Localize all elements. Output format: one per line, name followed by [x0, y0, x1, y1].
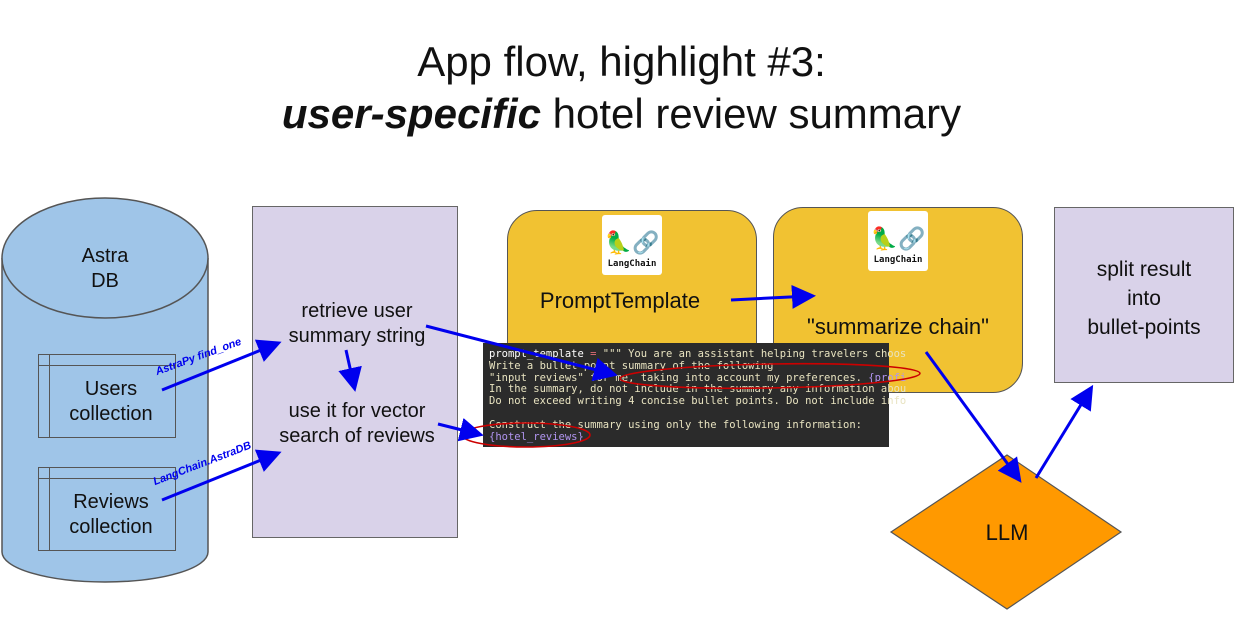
split-result-box[interactable] — [1054, 207, 1234, 383]
vector-search-step: use it for vector search of reviews — [279, 400, 435, 447]
reviews-collection-name: Reviews — [73, 491, 149, 513]
users-collection-type: collection — [69, 403, 153, 425]
title-rest: hotel review summary — [541, 90, 962, 137]
llm-label: LLM — [985, 520, 1029, 545]
reviews-collection-box[interactable]: Reviews collection — [38, 467, 176, 551]
astra-db-label: Astra DB — [81, 245, 129, 292]
langchain-logo-chain: 🦜🔗 LangChain — [868, 211, 928, 271]
reviews-collection-type: collection — [69, 516, 153, 538]
prompt-code-snippet: prompt_template = """ You are an assista… — [483, 343, 906, 447]
summarize-chain-label: "summarize chain" — [807, 314, 989, 339]
parrot-link-icon: 🦜🔗 — [870, 226, 926, 251]
users-collection-box[interactable]: Users collection — [38, 354, 176, 438]
langchain-logo-prompt: 🦜🔗 LangChain — [602, 215, 662, 275]
title-emphasis: user-specific — [281, 90, 541, 137]
llm-diamond — [889, 454, 1123, 610]
prompt-template-label: PromptTemplate — [539, 288, 701, 313]
retrieve-user-summary-step: retrieve user summary string — [288, 300, 426, 347]
diagram-title-line1: App flow, highlight #3: — [417, 38, 826, 85]
retrieval-process-box[interactable] — [252, 206, 458, 538]
diagram-title-line2: user-specific hotel review summary — [0, 90, 1243, 138]
users-collection-name: Users — [84, 378, 138, 400]
parrot-link-icon: 🦜🔗 — [604, 230, 660, 255]
split-result-label: split result into bullet-points — [1087, 258, 1201, 339]
